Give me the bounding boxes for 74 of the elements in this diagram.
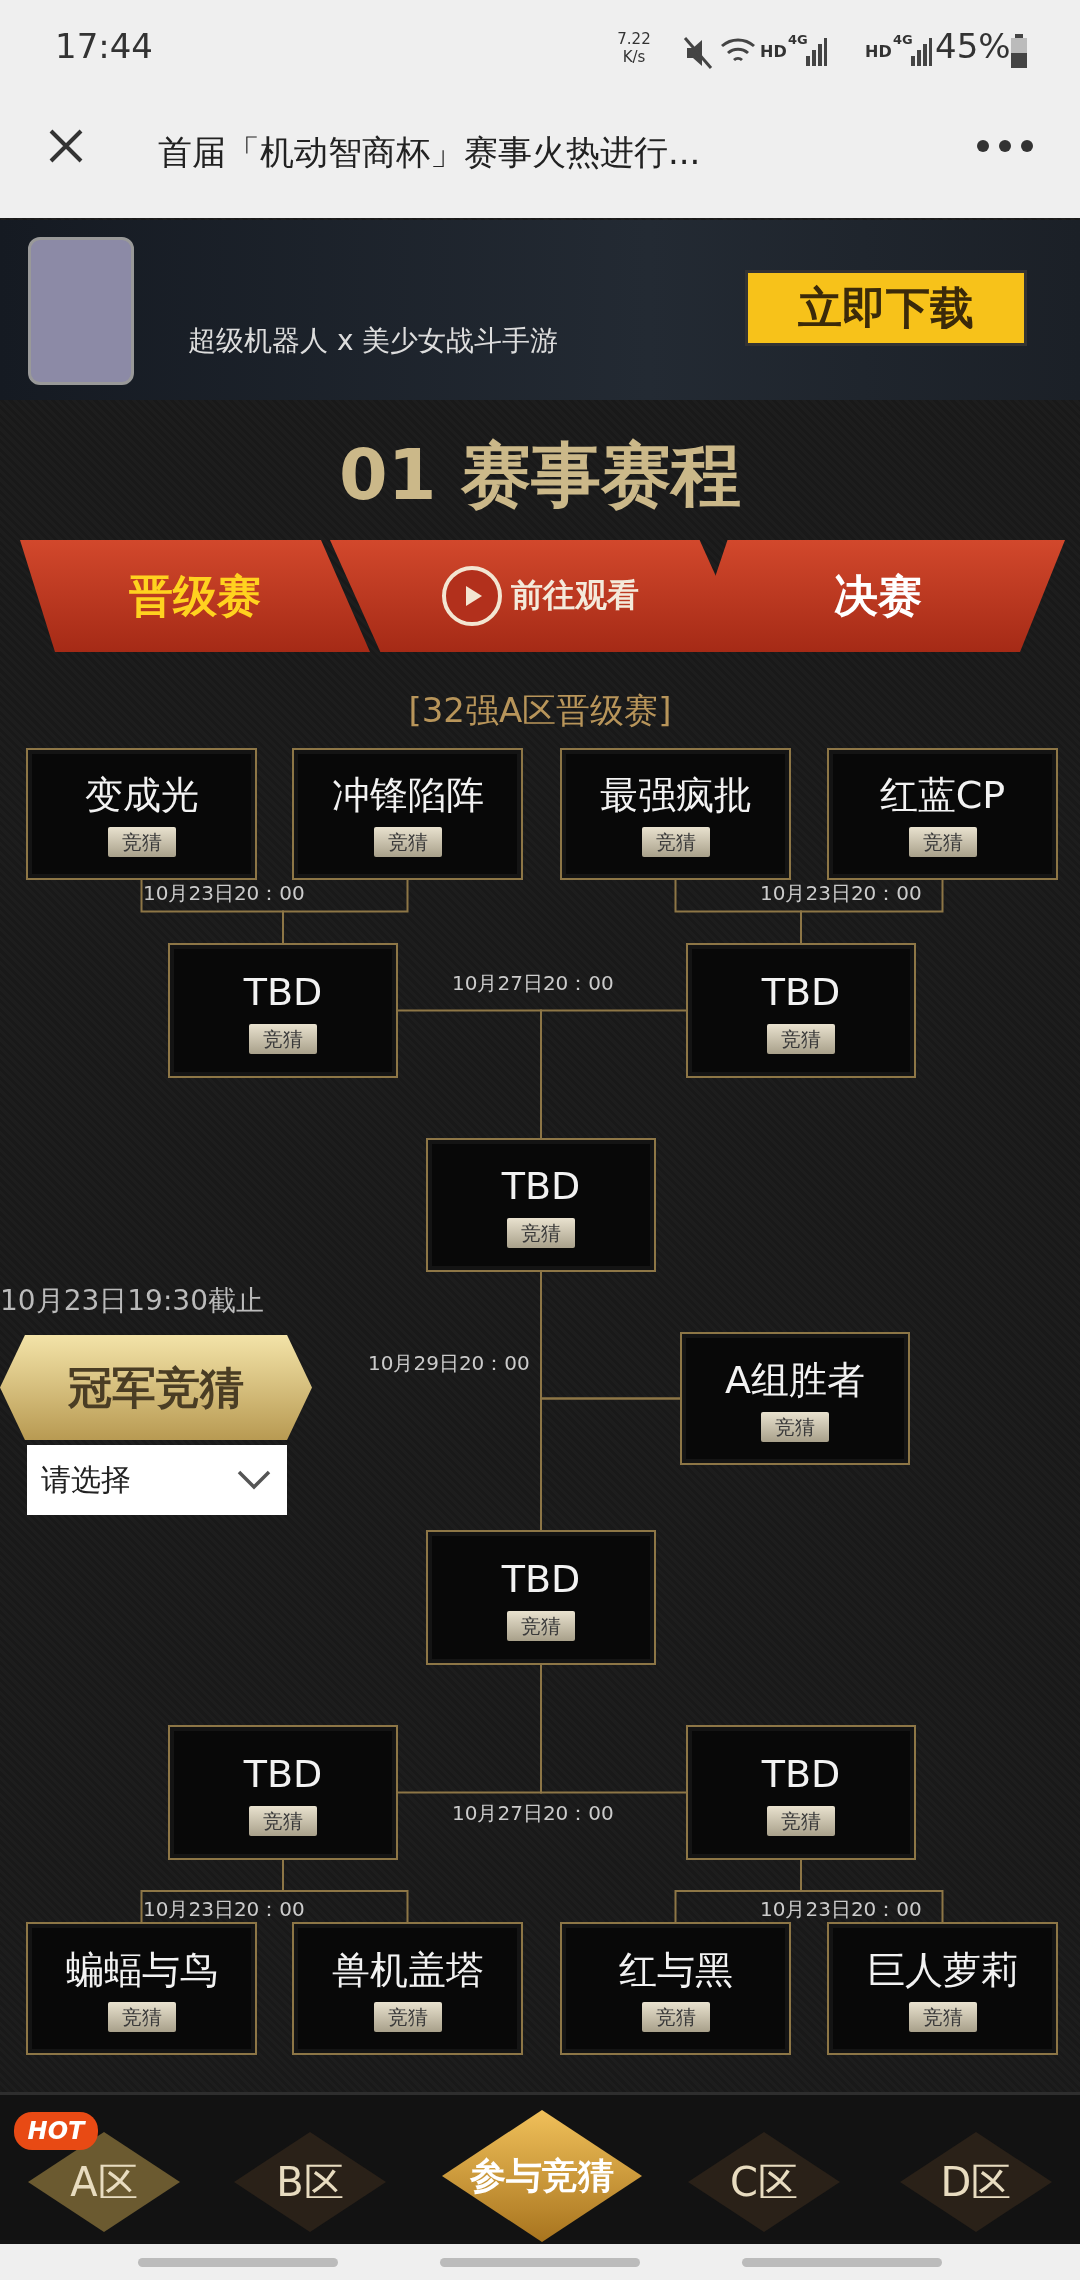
bet-button: 竞猜 bbox=[908, 2001, 977, 2032]
deadline-note: 10月23日19:30截止 bbox=[0, 1283, 264, 1319]
match-time: 10月27日20：00 bbox=[452, 970, 614, 996]
bet-button: 竞猜 bbox=[107, 2001, 176, 2032]
team-name: TBD bbox=[501, 1555, 581, 1603]
match-box bbox=[686, 1725, 916, 1860]
team-name: 兽机盖塔 bbox=[331, 1946, 484, 1994]
bet-button: 竞猜 bbox=[767, 1805, 835, 1836]
bet-button: 竞猜 bbox=[507, 1218, 575, 1248]
bracket-line bbox=[282, 879, 409, 944]
match-box bbox=[680, 1332, 910, 1465]
status-time: 17:44 bbox=[55, 26, 153, 68]
bracket-heading: [32强A区晋级赛] bbox=[407, 689, 673, 732]
bet-button: 竞猜 bbox=[249, 1805, 317, 1836]
team-name: A组胜者 bbox=[725, 1356, 865, 1404]
match-box bbox=[26, 1922, 257, 2055]
match-box bbox=[827, 748, 1058, 880]
bet-button: 竞猜 bbox=[641, 827, 710, 857]
team-name: 蝙蝠与鸟 bbox=[65, 1946, 218, 1994]
match-time: 10月29日20：00 bbox=[368, 1350, 530, 1376]
network-speed: 7.22 K/s bbox=[616, 30, 652, 68]
match-time: 10月23日20：00 bbox=[143, 880, 305, 906]
bet-button: 竞猜 bbox=[107, 827, 176, 857]
match-box bbox=[560, 1922, 791, 2055]
match-time: 10月27日20：00 bbox=[452, 1800, 614, 1826]
team-name: TBD bbox=[501, 1163, 581, 1210]
bet-button: 竞猜 bbox=[249, 1023, 317, 1054]
network-type: HD bbox=[865, 42, 892, 63]
ad-subtitle: 超级机器人 x 美少女战斗手游 bbox=[188, 323, 559, 359]
match-box bbox=[560, 748, 791, 880]
bet-button: 竞猜 bbox=[507, 1610, 575, 1641]
match-box bbox=[426, 1138, 656, 1272]
page-title: 首届「机动智商杯」赛事火热进行... bbox=[158, 131, 702, 174]
network-type: 4G bbox=[893, 32, 913, 49]
bracket-line bbox=[540, 1397, 681, 1531]
bracket-line bbox=[800, 879, 944, 944]
bet-button: 竞猜 bbox=[908, 827, 977, 857]
section-heading: 01 赛事赛程 bbox=[338, 433, 742, 518]
team-name: 变成光 bbox=[84, 772, 199, 819]
team-name: 最强疯批 bbox=[599, 772, 752, 819]
team-name: 红与黑 bbox=[618, 1946, 733, 1994]
match-box bbox=[168, 1725, 398, 1860]
network-type: 4G bbox=[788, 32, 808, 49]
team-name: 冲锋陷阵 bbox=[331, 772, 484, 819]
bracket-line bbox=[540, 1664, 687, 1794]
match-box bbox=[827, 1922, 1058, 2055]
bet-button: 竞猜 bbox=[373, 2001, 442, 2032]
match-box bbox=[292, 1922, 523, 2055]
match-time: 10月23日20：00 bbox=[760, 880, 922, 906]
match-box bbox=[686, 943, 916, 1078]
bet-button: 竞猜 bbox=[761, 1411, 829, 1442]
match-box bbox=[292, 748, 523, 880]
team-name: TBD bbox=[243, 968, 323, 1016]
match-time: 10月23日20：00 bbox=[760, 1896, 922, 1922]
select-field: 请选择 bbox=[27, 1445, 287, 1515]
bracket-line bbox=[282, 1859, 409, 1923]
match-time: 10月23日20：00 bbox=[143, 1896, 305, 1922]
team-name: TBD bbox=[243, 1750, 323, 1798]
match-box bbox=[168, 943, 398, 1078]
bracket-line bbox=[540, 1009, 687, 1139]
team-name: TBD bbox=[761, 968, 841, 1016]
bet-button: 竞猜 bbox=[767, 1023, 835, 1054]
battery-percent: 45% bbox=[935, 26, 1011, 68]
bracket-line bbox=[800, 1859, 944, 1923]
match-box bbox=[426, 1530, 656, 1665]
bet-button: 竞猜 bbox=[373, 827, 442, 857]
team-name: 红蓝CP bbox=[879, 772, 1006, 819]
team-name: 巨人萝莉 bbox=[866, 1946, 1019, 1994]
download-button: 立即下载 bbox=[745, 270, 1027, 346]
team-name: TBD bbox=[761, 1750, 841, 1798]
champion-bet-button: 冠军竞猜 bbox=[0, 1335, 312, 1440]
network-type: HD bbox=[760, 42, 787, 63]
match-box bbox=[26, 748, 257, 880]
bet-button: 竞猜 bbox=[641, 2001, 710, 2032]
